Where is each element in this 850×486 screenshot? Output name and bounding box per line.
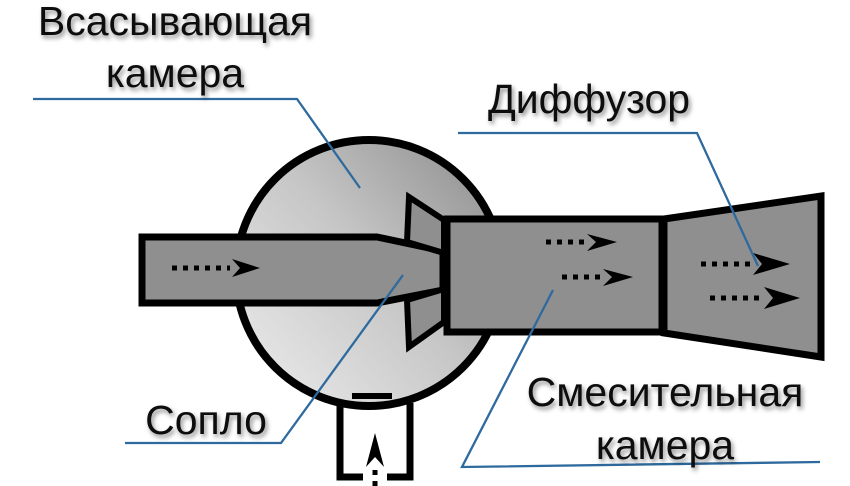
nozzle-flow-arrow-icon [232,259,260,277]
diffuser-flow-arrow-icon-1 [753,253,790,275]
mixing-chamber-body [443,215,666,336]
leader-line-suction-chamber [33,97,361,189]
suction-inlet-pipe-left-wall [336,403,363,481]
inlet-flow-arrow-icon [366,433,384,467]
label-suction-chamber-line1: Всасывающая [38,0,312,44]
diffuser-flow-arrow-icon-2 [764,287,800,309]
suction-inlet-pipe-right-wall [387,403,414,481]
leader-line-nozzle [125,274,404,445]
leader-line-diffuser [458,131,760,267]
mixing-flow-arrow-icon-1 [587,234,617,251]
label-diffuser: Диффузор [488,76,690,122]
mixing-flow-arrow-icon-2 [603,269,633,286]
diffuser-body [660,191,825,362]
label-mixing-chamber-line2: камера [596,422,734,468]
label-suction-chamber-line2: камера [106,50,244,96]
label-nozzle: Сопло [145,397,267,443]
label-mixing-chamber-line1: Смесительная [527,369,804,415]
leader-line-mixing-chamber [460,289,821,469]
